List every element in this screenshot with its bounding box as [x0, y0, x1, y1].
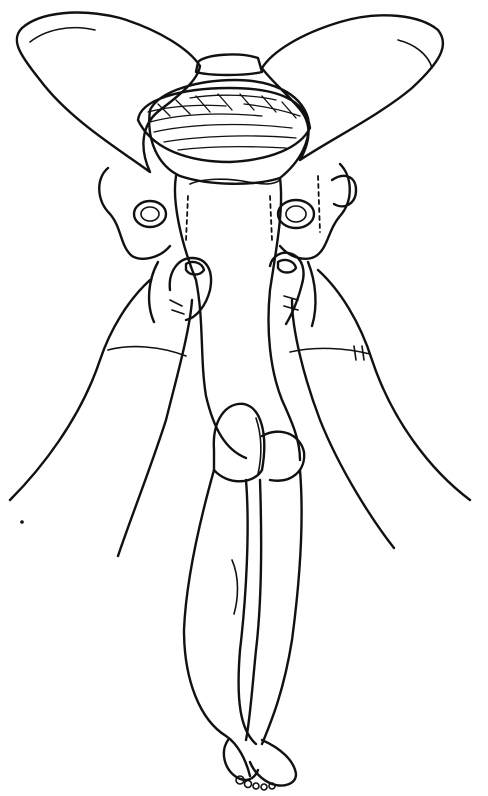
left-dashed-line [186, 196, 188, 240]
left-thumbnail [186, 262, 204, 275]
far-right-dashed-line [318, 176, 320, 232]
fetal-trunk-right [269, 178, 301, 460]
right-palm-edge [308, 262, 315, 326]
right-cuff-marks [354, 346, 364, 360]
left-forearm-outer [10, 280, 150, 500]
left-obturator-inner [141, 207, 159, 221]
right-obturator-inner [286, 206, 306, 222]
left-cuff-line [108, 347, 186, 356]
lumbar-vertebra [196, 55, 262, 75]
right-buttock [262, 432, 304, 481]
ink-speck [20, 520, 24, 524]
right-forearm-inner [292, 300, 394, 548]
left-buttock [214, 404, 264, 481]
left-iliac-crest-inner [30, 28, 95, 42]
left-finger-crease [170, 300, 184, 314]
right-acetabulum [332, 176, 356, 206]
right-leg-outer [262, 470, 302, 744]
fetal-trunk [175, 176, 246, 458]
right-iliac-crest-inner [398, 40, 432, 68]
right-dashed-line [270, 196, 272, 240]
left-leg-inner [239, 480, 256, 744]
right-thumbnail [278, 260, 296, 273]
left-obturator-foramen [134, 201, 166, 227]
gluteal-cleft [256, 418, 261, 474]
right-cuff-line [290, 348, 370, 354]
left-foot [224, 740, 258, 780]
right-obturator-foramen [278, 200, 314, 228]
left-leg-outer [184, 470, 250, 776]
fetal-legs [184, 470, 302, 790]
left-knee-line [232, 560, 238, 614]
hatched-mass [138, 88, 310, 162]
left-palm-edge [149, 262, 158, 322]
left-forearm-inner [118, 300, 192, 556]
right-foot [250, 740, 296, 786]
right-iliac-wing [262, 15, 443, 160]
fetus [175, 176, 304, 481]
